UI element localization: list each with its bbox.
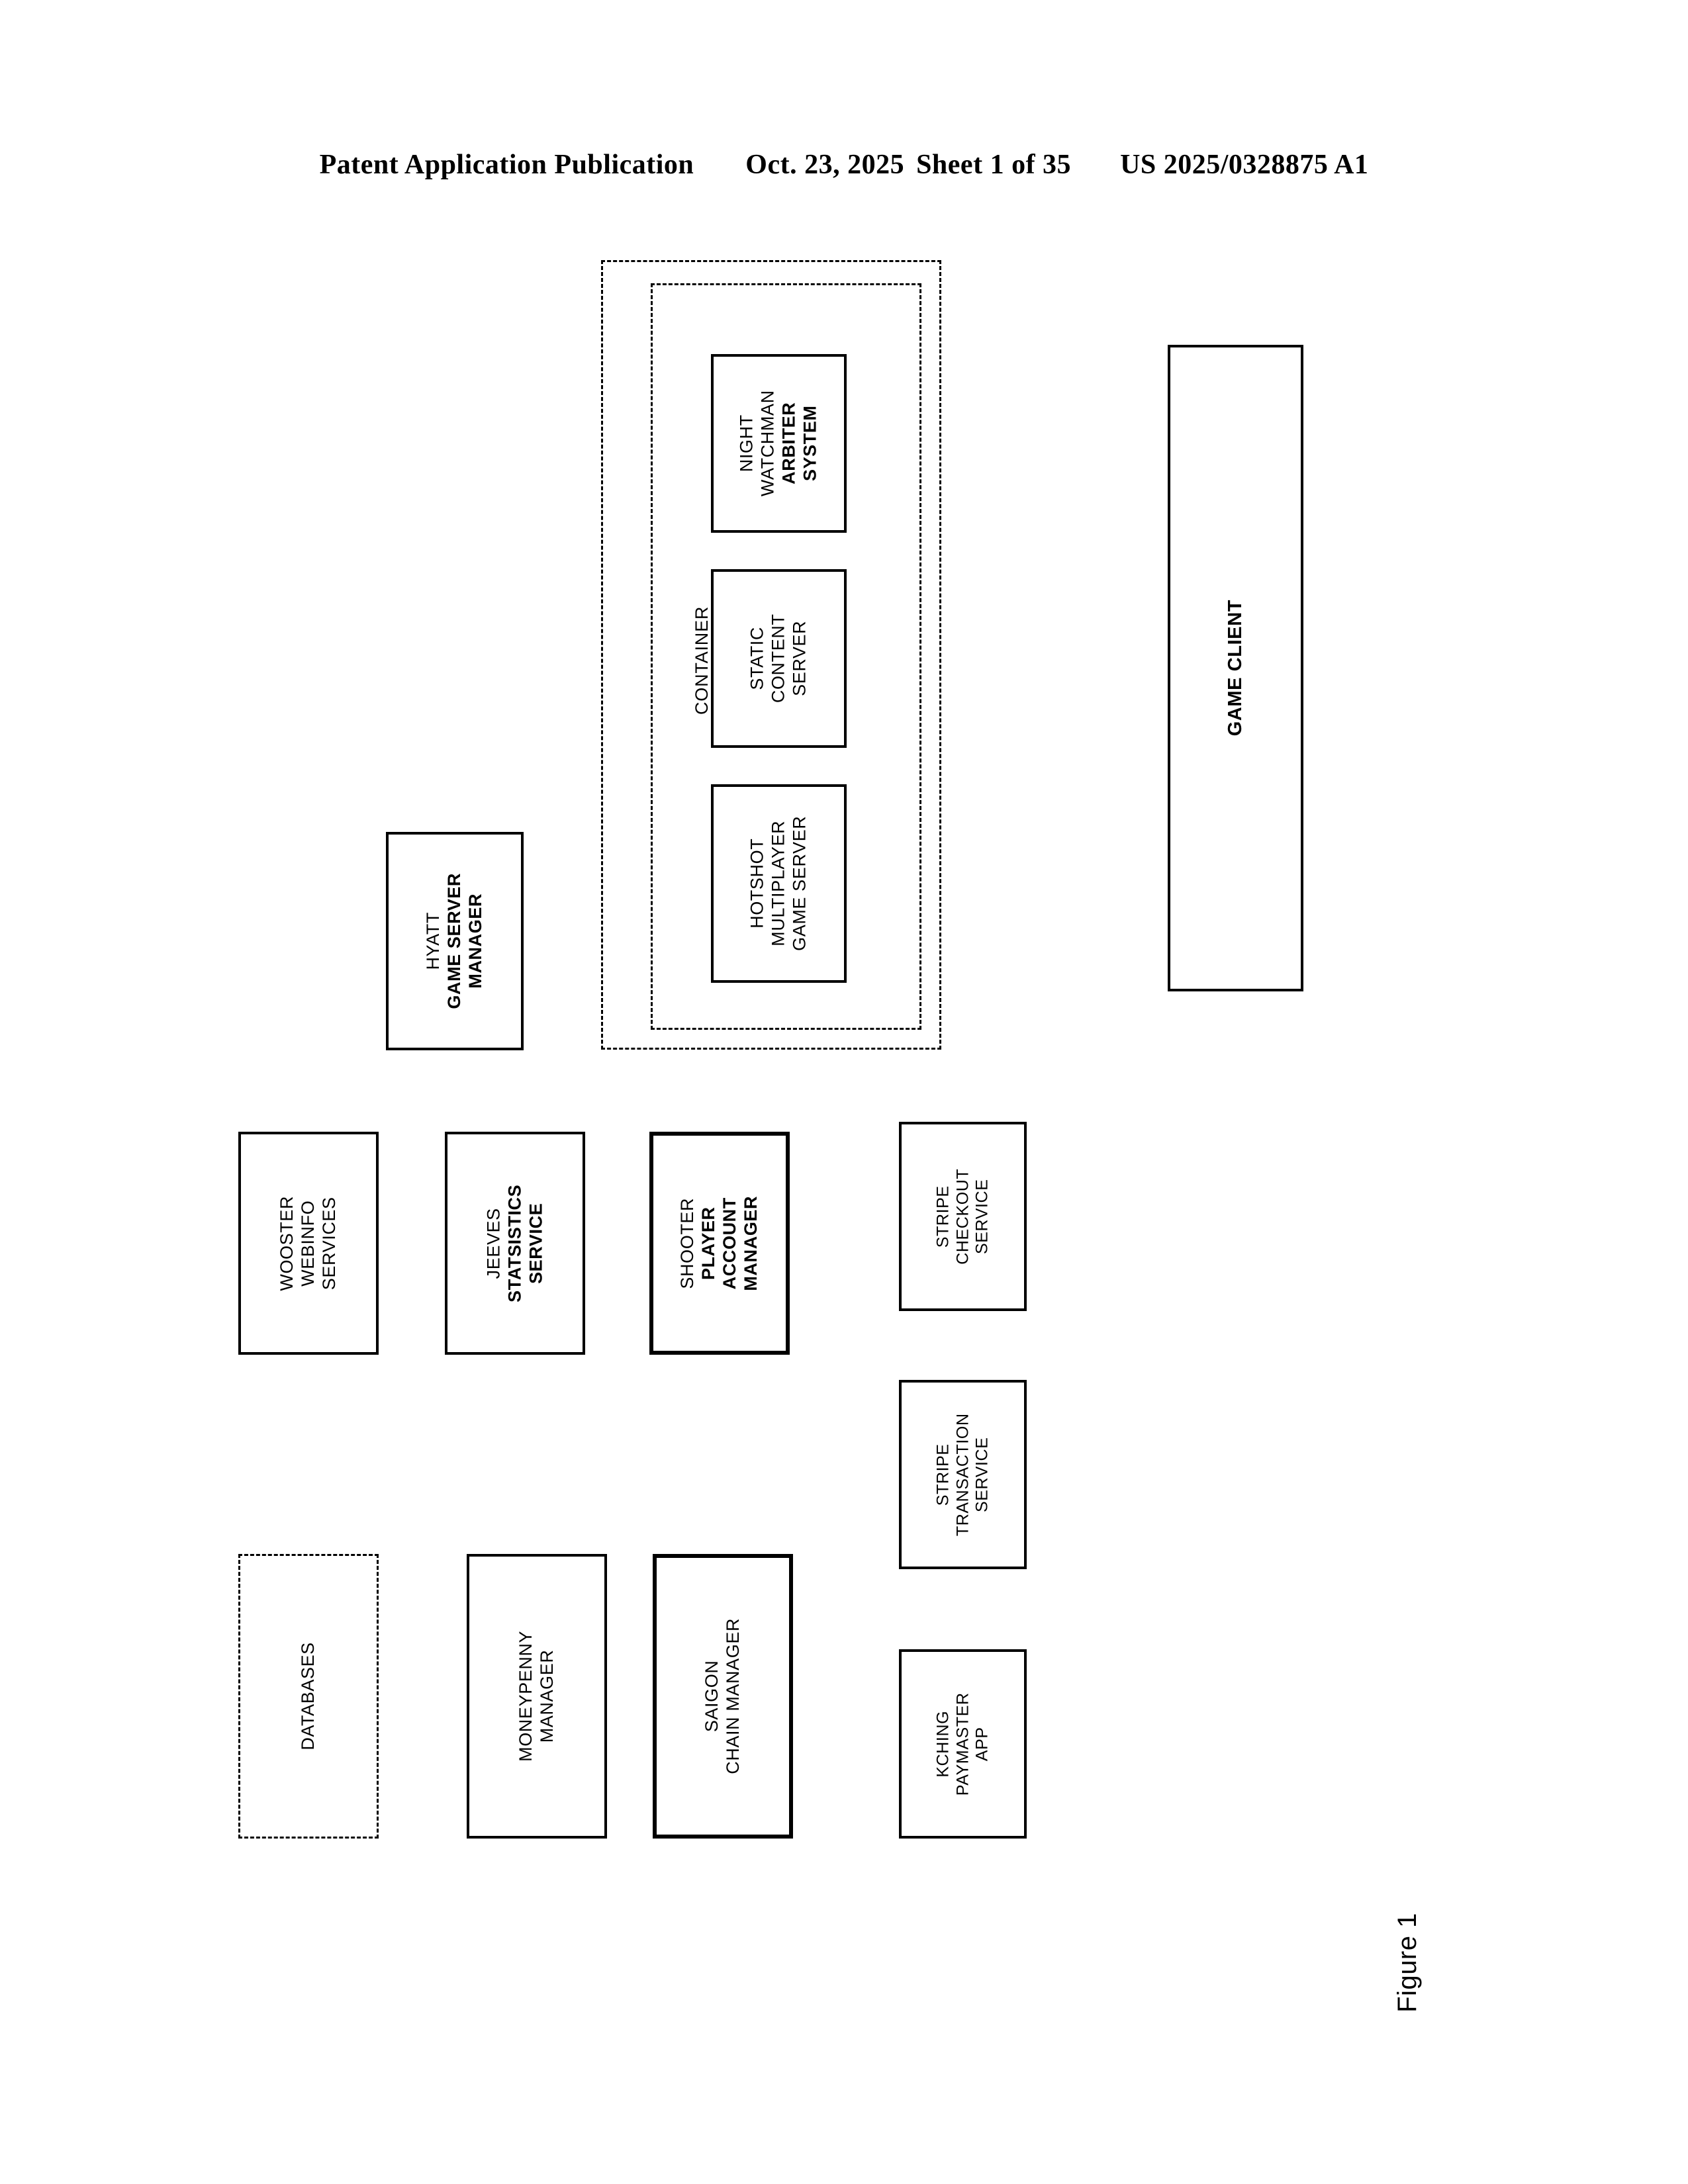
node-kching-paymaster-app[interactable]: KCHING PAYMASTER APP (899, 1649, 1027, 1839)
module-night-watchman-arbiter-system[interactable]: NIGHT WATCHMAN ARBITER SYSTEM (711, 354, 847, 533)
figure-caption-wrap: Figure 1 (1328, 1883, 1487, 2042)
node-stripe-checkout-service[interactable]: STRIPE CHECKOUT SERVICE (899, 1122, 1027, 1311)
node-label-shooter-player-account-manager: SHOOTER PLAYER ACCOUNT MANAGER (677, 1195, 761, 1291)
node-label-game-client: GAME CLIENT (1225, 600, 1246, 737)
node-label-stripe-transaction-service: STRIPE TRANSACTION SERVICE (933, 1413, 992, 1536)
publication-number: US 2025/0328875 A1 (1120, 150, 1369, 180)
publication-date: Oct. 23, 2025 (745, 150, 905, 180)
node-wooster-webinfo-services[interactable]: WOOSTER WEBINFO SERVICES (238, 1132, 379, 1355)
node-game-client[interactable]: GAME CLIENT (1168, 345, 1303, 991)
node-saigon-chain-manager[interactable]: SAIGON CHAIN MANAGER (653, 1554, 793, 1839)
node-databases[interactable]: DATABASES (238, 1554, 379, 1839)
node-shooter-player-account-manager[interactable]: SHOOTER PLAYER ACCOUNT MANAGER (649, 1132, 790, 1355)
module-static-content-server[interactable]: STATIC CONTENT SERVER (711, 569, 847, 748)
node-label-stripe-checkout-service: STRIPE CHECKOUT SERVICE (933, 1168, 992, 1265)
node-stripe-transaction-service[interactable]: STRIPE TRANSACTION SERVICE (899, 1380, 1027, 1569)
node-jeeves-statsistics-service[interactable]: JEEVES STATSISTICS SERVICE (445, 1132, 585, 1355)
page-header: Patent Application Publication Oct. 23, … (0, 149, 1688, 189)
module-hotshot-multiplayer-game-server[interactable]: HOTSHOT MULTIPLAYER GAME SERVER (711, 784, 847, 983)
publication-title: Patent Application Publication (319, 150, 694, 180)
module-label-static-content-server: STATIC CONTENT SERVER (747, 614, 810, 704)
figure-caption: Figure 1 (1392, 1912, 1422, 2013)
node-label-hyatt-game-server-manager: HYATT GAME SERVER MANAGER (423, 873, 485, 1009)
node-label-jeeves-statsistics-service: JEEVES STATSISTICS SERVICE (483, 1184, 545, 1302)
node-label-wooster-webinfo-services: WOOSTER WEBINFO SERVICES (277, 1195, 339, 1291)
module-label-night-watchman-arbiter-system: NIGHT WATCHMAN ARBITER SYSTEM (736, 390, 820, 497)
node-label-databases: DATABASES (298, 1642, 318, 1751)
node-label-kching-paymaster-app: KCHING PAYMASTER APP (933, 1692, 992, 1796)
node-moneypenny-manager[interactable]: MONEYPENNY MANAGER (467, 1554, 607, 1839)
sheet-number: Sheet 1 of 35 (916, 150, 1072, 180)
node-hyatt-game-server-manager[interactable]: HYATT GAME SERVER MANAGER (386, 832, 524, 1050)
module-label-hotshot-multiplayer-game-server: HOTSHOT MULTIPLAYER GAME SERVER (747, 815, 810, 952)
node-label-moneypenny-manager: MONEYPENNY MANAGER (516, 1630, 557, 1762)
node-label-saigon-chain-manager: SAIGON CHAIN MANAGER (702, 1618, 743, 1774)
